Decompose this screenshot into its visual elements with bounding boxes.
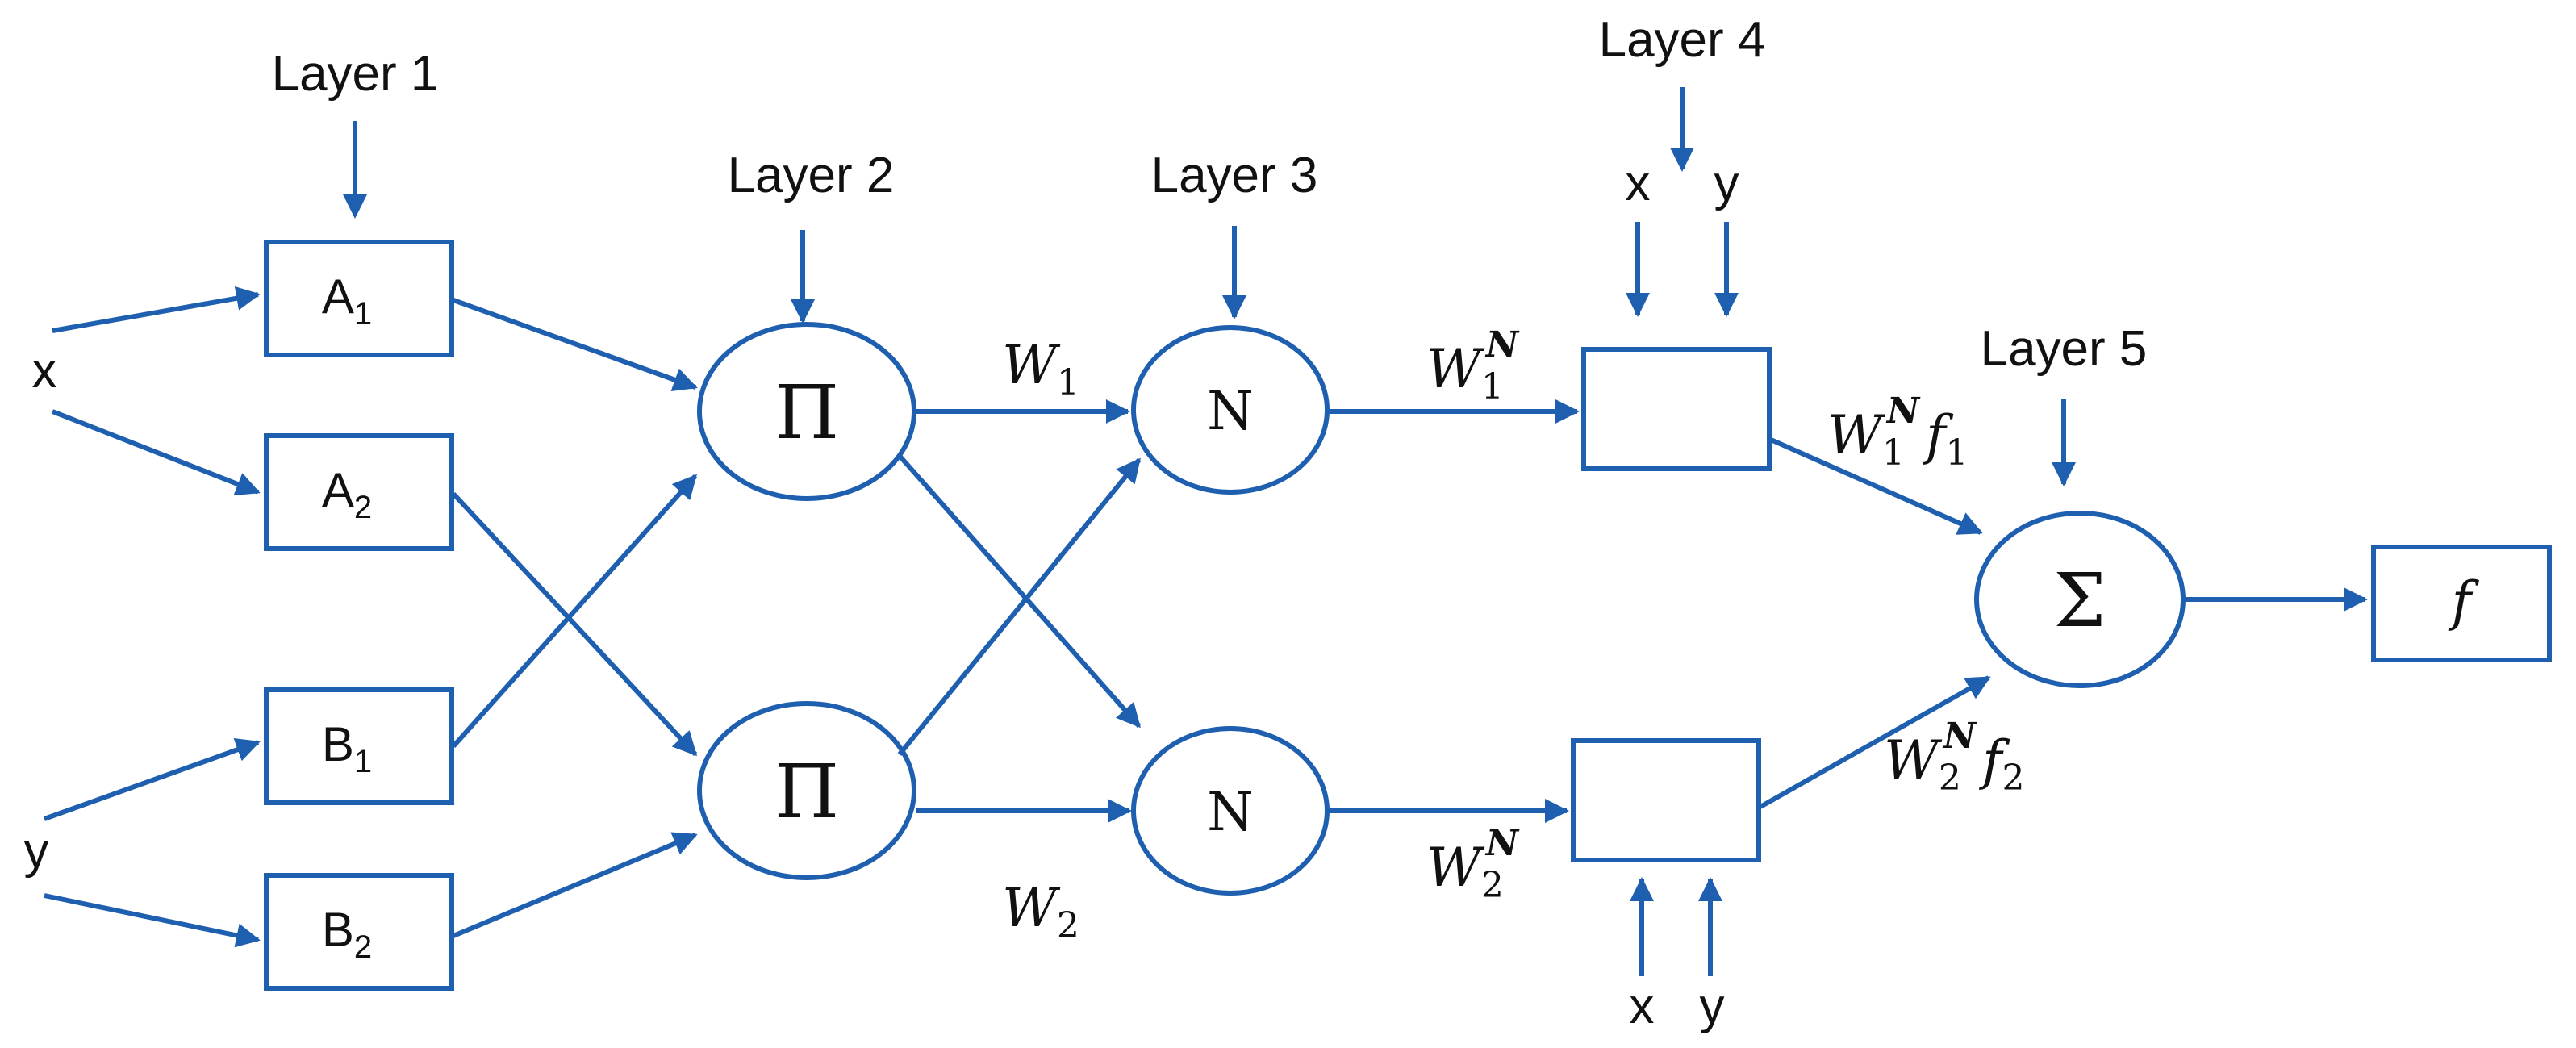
edge-a2-pi-bottom (451, 491, 698, 757)
consequent-bottom-x-label: x (1630, 979, 1655, 1034)
node-b2-label: B2 (322, 903, 372, 965)
node-sum-label: Σ (2053, 557, 2106, 644)
layer-4-label: Layer 4 (1599, 12, 1766, 68)
node-b1 (264, 687, 454, 805)
edge-consequent-bottom-sum (1759, 675, 1991, 809)
edge-pi-bottom-n-top (897, 457, 1142, 756)
node-pi-bottom (697, 701, 916, 880)
node-pi-top (697, 322, 916, 501)
node-n-top-label: N (1207, 380, 1254, 442)
node-pi-bottom-label: Π (774, 749, 839, 835)
layer-3-label: Layer 3 (1151, 148, 1318, 203)
node-b1-label: B1 (322, 717, 372, 779)
edge-y-b1 (43, 737, 261, 821)
edge-pi-top-n-bottom (897, 454, 1142, 729)
node-pi-top-label: Π (774, 370, 839, 456)
node-a2 (264, 433, 454, 551)
node-consequent-bottom (1571, 738, 1761, 862)
node-consequent-top (1581, 347, 1772, 471)
edge-consequent-top-sum (1769, 437, 1983, 535)
consequent-top-y-label: y (1714, 156, 1739, 211)
node-sum (1974, 511, 2186, 688)
node-output (2371, 545, 2552, 662)
edge-x-a2 (51, 409, 261, 496)
node-n-bottom (1131, 726, 1330, 896)
edge-y-b2 (44, 893, 261, 948)
weight-w1n-label: W1N (1426, 324, 1520, 407)
weight-w1-label: W1 (1002, 334, 1079, 403)
node-n-bottom-label: N (1207, 781, 1254, 843)
layer-1-label: Layer 1 (272, 46, 439, 102)
node-b2 (264, 873, 454, 991)
node-a1-label: A1 (322, 269, 372, 332)
weight-w2n-label: W2N (1426, 823, 1520, 906)
consequent-top-x-label: x (1626, 156, 1651, 211)
edge-b2-pi-bottom (452, 832, 698, 938)
node-n-top (1131, 325, 1330, 495)
edge-a1-pi-top (452, 298, 698, 391)
weight-w2-label: W2 (1002, 877, 1079, 946)
edge-x-a1 (52, 286, 261, 333)
node-a2-label: A2 (322, 463, 372, 525)
edge-b1-pi-top (451, 474, 698, 749)
layer-2-label: Layer 2 (728, 148, 895, 203)
input-x-label: x (32, 343, 57, 399)
layer-5-label: Layer 5 (1981, 321, 2148, 377)
input-y-label: y (24, 823, 49, 879)
consequent-bottom-y-label: y (1700, 979, 1725, 1034)
node-a1 (264, 240, 454, 357)
